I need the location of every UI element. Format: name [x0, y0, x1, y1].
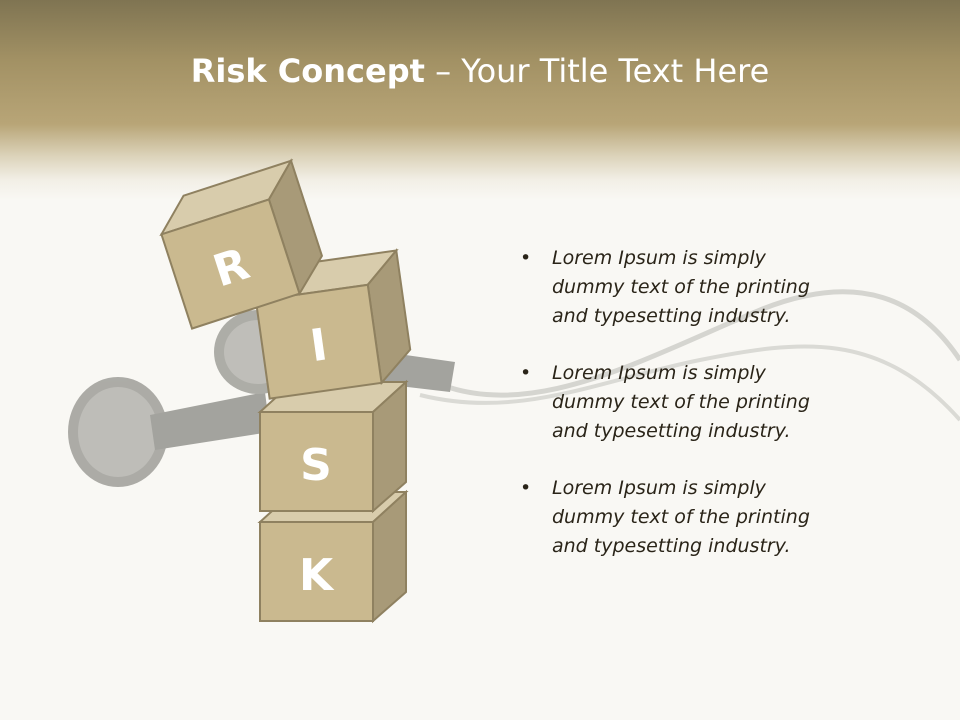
bullet-item: • Lorem Ipsum is simply dummy text of th… — [520, 359, 840, 446]
bullet-text: Lorem Ipsum is simply dummy text of the … — [552, 362, 810, 442]
title-rest: – Your Title Text Here — [424, 52, 770, 90]
bullet-item: • Lorem Ipsum is simply dummy text of th… — [520, 474, 840, 561]
bullet-item: • Lorem Ipsum is simply dummy text of th… — [520, 244, 840, 331]
block-letter-s: S — [300, 440, 332, 491]
bullet-text: Lorem Ipsum is simply dummy text of the … — [552, 477, 810, 557]
block-letter-k: K — [299, 550, 335, 601]
bullet-text: Lorem Ipsum is simply dummy text of the … — [552, 247, 810, 327]
block-i: I — [253, 248, 412, 400]
block-letter-i: I — [307, 319, 330, 372]
slide-title: Risk Concept – Your Title Text Here — [0, 52, 960, 90]
bullet-list: • Lorem Ipsum is simply dummy text of th… — [520, 244, 840, 589]
block-r: R — [159, 158, 324, 330]
bullet-dot: • — [520, 247, 532, 269]
bullet-dot: • — [520, 362, 532, 384]
bullet-dot: • — [520, 477, 532, 499]
title-bold: Risk Concept — [190, 52, 425, 90]
title-band — [0, 0, 960, 200]
block-s: S — [257, 379, 409, 514]
